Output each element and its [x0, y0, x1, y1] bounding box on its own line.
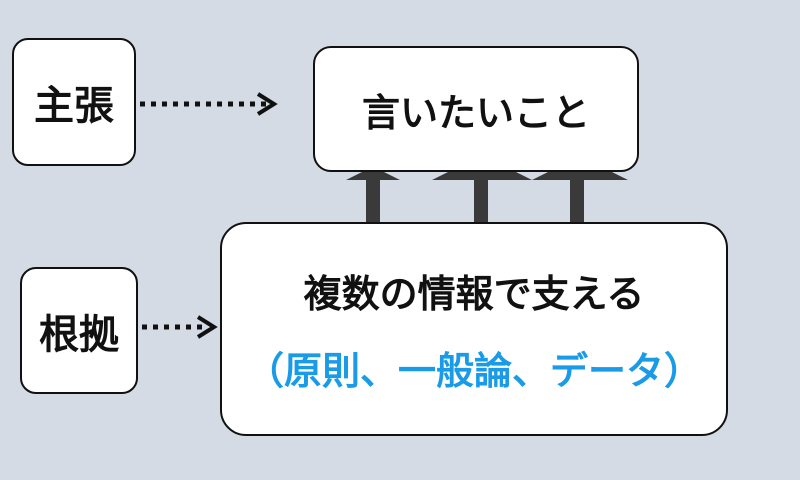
- support-title: 複数の情報で支える: [303, 272, 645, 316]
- basis-label: 根拠: [39, 311, 119, 358]
- basis-box: 根拠: [20, 267, 138, 394]
- support-box: 複数の情報で支える （原則、一般論、データ）: [220, 222, 728, 436]
- claim-label: 主張: [34, 83, 114, 129]
- support-pillar-center: [432, 172, 532, 224]
- basis-dotted-arrow: [142, 315, 218, 339]
- claim-box: 主張: [12, 38, 136, 166]
- claim-dotted-arrow: [140, 92, 278, 116]
- support-pillar-right: [532, 172, 628, 224]
- support-examples: （原則、一般論、データ）: [245, 349, 702, 393]
- main-point-label: 言いたいこと: [361, 90, 590, 135]
- main-point-box: 言いたいこと: [313, 46, 639, 172]
- support-pillar-left: [346, 172, 400, 224]
